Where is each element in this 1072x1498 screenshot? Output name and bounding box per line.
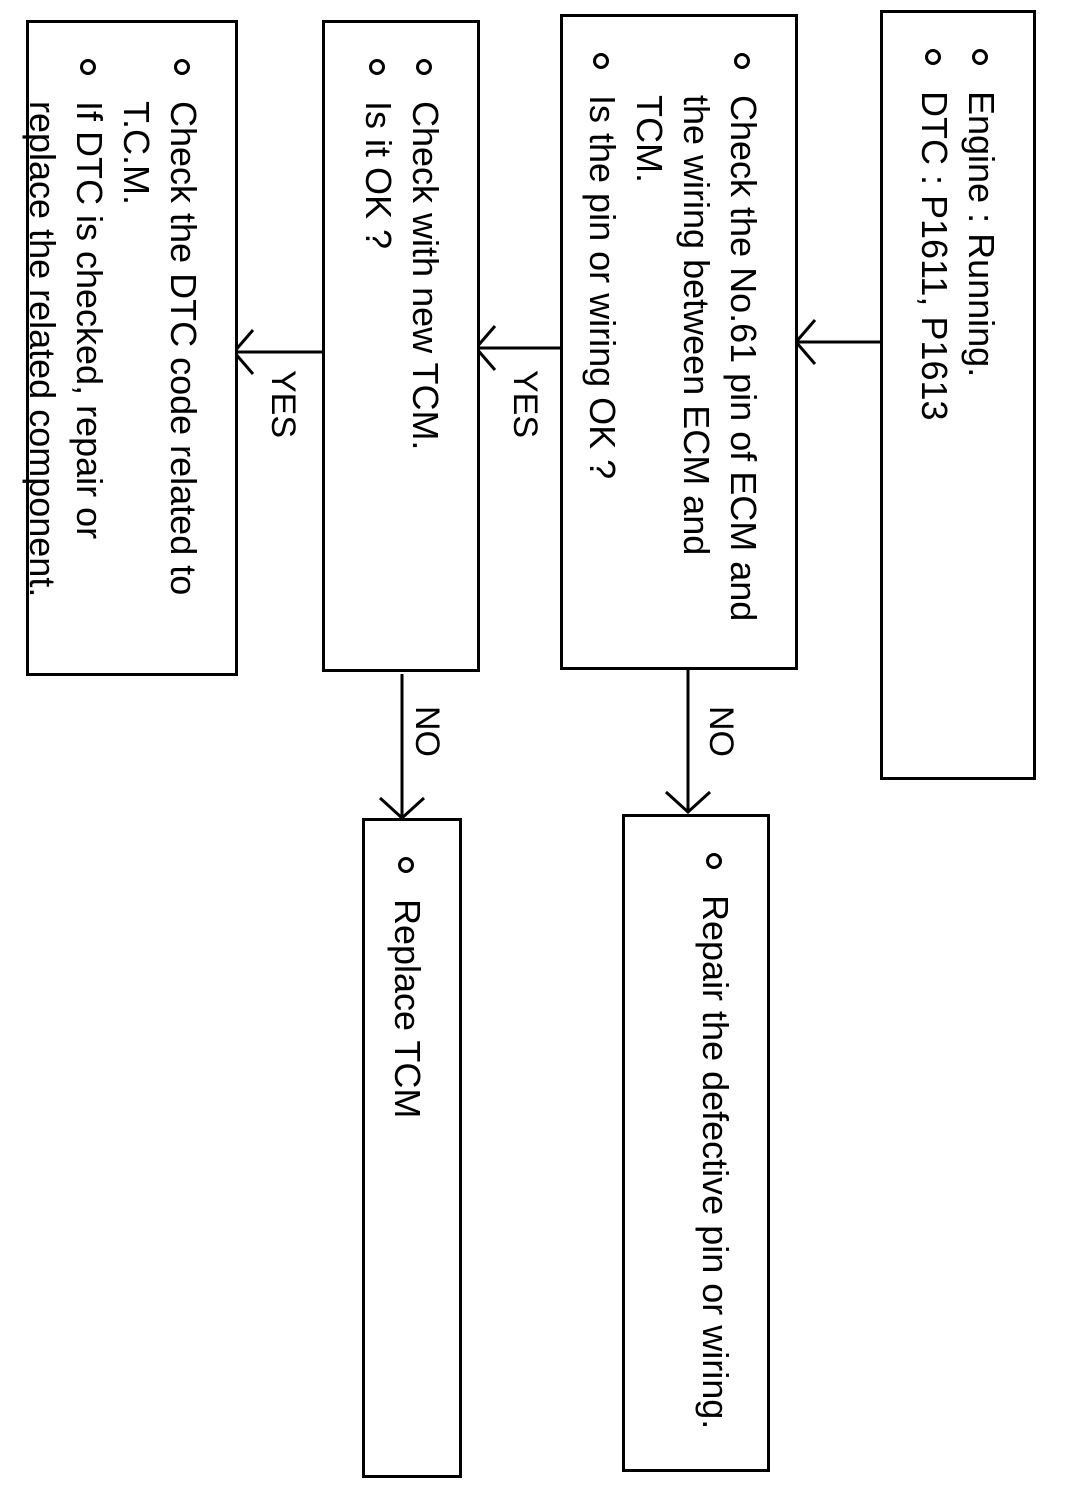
label-no-newtcm-to-replace: NO <box>408 706 446 757</box>
replace-list: Replace TCM <box>384 851 431 1455</box>
start-line-2: DTC : P1611, P1613 <box>911 43 958 757</box>
check-pin-list: Check the No.61 pin of ECM and the wirin… <box>579 47 767 647</box>
replace-line-1: Replace TCM <box>384 851 431 1455</box>
start-line-1: Engine : Running. <box>958 43 1005 757</box>
start-box: Engine : Running. DTC : P1611, P1613 <box>880 10 1036 780</box>
label-yes-newtcm-to-dtc: YES <box>264 370 302 439</box>
label-no-check-to-repair: NO <box>702 706 740 757</box>
repair-box: Repair the defective pin or wiring. <box>622 814 770 1472</box>
dtc-related-list: Check the DTC code related to T.C.M. If … <box>19 53 207 653</box>
replace-box: Replace TCM <box>362 818 462 1478</box>
new-tcm-box: Check with new TCM. Is it OK ? <box>322 20 480 672</box>
check-pin-line-2: Is the pin or wiring OK ? <box>579 47 626 647</box>
start-list: Engine : Running. DTC : P1611, P1613 <box>911 43 1005 757</box>
repair-line-1: Repair the defective pin or wiring. <box>692 847 739 1449</box>
dtc-related-line-2: If DTC is checked, repair or replace the… <box>19 53 113 653</box>
check-pin-box: Check the No.61 pin of ECM and the wirin… <box>560 14 798 670</box>
label-yes-check-to-newtcm: YES <box>506 370 544 439</box>
check-pin-line-1: Check the No.61 pin of ECM and the wirin… <box>626 47 767 647</box>
dtc-related-line-1: Check the DTC code related to T.C.M. <box>113 53 207 653</box>
new-tcm-list: Check with new TCM. Is it OK ? <box>355 53 449 649</box>
new-tcm-line-2: Is it OK ? <box>355 53 402 649</box>
new-tcm-line-1: Check with new TCM. <box>402 53 449 649</box>
dtc-related-box: Check the DTC code related to T.C.M. If … <box>22 20 238 676</box>
repair-list: Repair the defective pin or wiring. <box>692 847 739 1449</box>
arrowhead <box>664 790 712 815</box>
